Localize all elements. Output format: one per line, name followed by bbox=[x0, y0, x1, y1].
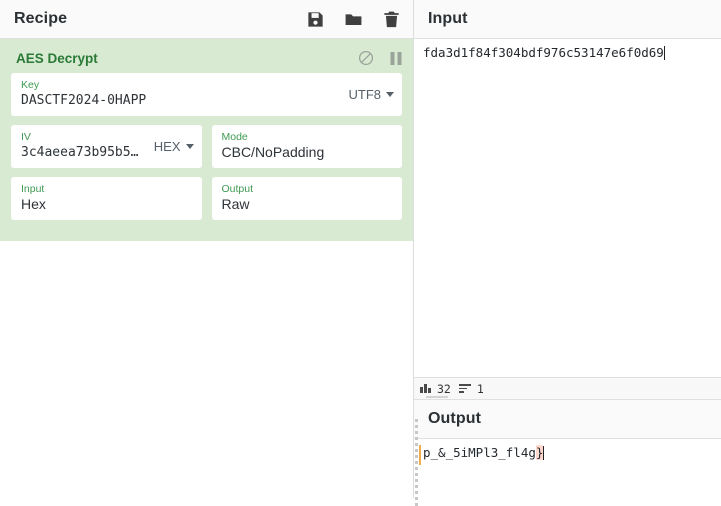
splitter-grip-dots bbox=[415, 419, 418, 506]
arg-mode-label: Mode bbox=[221, 131, 248, 143]
ingredient-aes-decrypt[interactable]: AES Decrypt bbox=[0, 39, 413, 241]
arg-input-format[interactable]: Input Hex bbox=[11, 177, 202, 220]
ingredient-title: AES Decrypt bbox=[16, 50, 98, 66]
arg-iv-label: IV bbox=[21, 131, 31, 143]
arg-input-format-label: Input bbox=[21, 183, 45, 195]
output-title-bar: Output bbox=[414, 400, 721, 439]
arg-key-encoding-dropdown[interactable]: UTF8 bbox=[343, 86, 394, 102]
recipe-pane: Recipe AES Decrypt bbox=[0, 0, 414, 498]
recipe-title-bar: Recipe bbox=[0, 0, 413, 39]
input-title: Input bbox=[428, 10, 468, 27]
arg-row-iv-mode: IV 3c4aeea73b95b5… HEX Mode CBC/NoPaddin… bbox=[0, 125, 413, 168]
lines-icon bbox=[458, 384, 471, 393]
input-lines-value: 1 bbox=[476, 381, 484, 396]
arg-output-format-label: Output bbox=[221, 183, 254, 195]
io-column: Input fda3d1f84f304bdf976c53147e6f0d69 3… bbox=[414, 0, 721, 498]
output-text: p_&_5iMPl3_fl4g bbox=[423, 445, 536, 460]
input-title-bar: Input bbox=[414, 0, 721, 39]
save-recipe-icon[interactable] bbox=[306, 10, 325, 29]
page-title: Recipe bbox=[14, 10, 68, 27]
recipe-ingredient-list[interactable]: AES Decrypt bbox=[0, 39, 413, 498]
output-editor[interactable]: p_&_5iMPl3_fl4g} bbox=[414, 439, 721, 498]
disable-icon[interactable] bbox=[358, 50, 374, 66]
input-lines-status: 1 bbox=[458, 381, 484, 396]
abc-icon bbox=[420, 384, 431, 393]
arg-mode-value[interactable]: CBC/NoPadding bbox=[221, 144, 325, 160]
output-pane: Output p_&_5iMPl3_fl4g} bbox=[414, 399, 721, 498]
output-text-line: p_&_5iMPl3_fl4g} bbox=[418, 445, 717, 461]
ingredient-controls bbox=[358, 46, 403, 66]
vertical-splitter[interactable] bbox=[415, 0, 420, 506]
arg-mode[interactable]: Mode CBC/NoPadding bbox=[211, 125, 402, 168]
output-cursor bbox=[543, 446, 545, 460]
input-text: fda3d1f84f304bdf976c53147e6f0d69 bbox=[423, 45, 664, 60]
recipe-toolbar bbox=[306, 10, 401, 29]
arg-key-value[interactable]: DASCTF2024-0HAPP bbox=[21, 93, 147, 108]
arg-iv[interactable]: IV 3c4aeea73b95b5… HEX bbox=[11, 125, 202, 168]
clear-recipe-icon[interactable] bbox=[382, 10, 401, 29]
text-cursor bbox=[663, 46, 665, 60]
arg-input-format-value[interactable]: Hex bbox=[21, 196, 46, 212]
arg-key-label: Key bbox=[21, 79, 40, 91]
arg-output-format[interactable]: Output Raw bbox=[211, 177, 402, 220]
input-length-status: 32 bbox=[420, 382, 451, 396]
output-change-marker bbox=[419, 445, 421, 465]
chevron-down-icon bbox=[185, 143, 194, 149]
input-pane: Input fda3d1f84f304bdf976c53147e6f0d69 3… bbox=[414, 0, 721, 399]
input-status-bar: 32 1 bbox=[414, 377, 721, 399]
arg-iv-encoding-label: HEX bbox=[153, 138, 181, 154]
arg-iv-value[interactable]: 3c4aeea73b95b5… bbox=[21, 145, 139, 160]
horizontal-splitter[interactable] bbox=[420, 396, 460, 399]
output-title: Output bbox=[428, 410, 482, 427]
load-recipe-icon[interactable] bbox=[344, 10, 363, 29]
chevron-down-icon bbox=[386, 91, 394, 97]
output-text-highlight: } bbox=[535, 445, 544, 460]
arg-key-encoding-label: UTF8 bbox=[348, 86, 382, 102]
arg-row-input-output: Input Hex Output Raw bbox=[0, 177, 413, 220]
ingredient-header: AES Decrypt bbox=[0, 39, 413, 73]
arg-iv-encoding-dropdown[interactable]: HEX bbox=[148, 139, 194, 154]
input-text-line[interactable]: fda3d1f84f304bdf976c53147e6f0d69 bbox=[418, 45, 717, 61]
breakpoint-icon[interactable] bbox=[389, 51, 403, 66]
arg-key[interactable]: Key DASCTF2024-0HAPP UTF8 bbox=[11, 73, 402, 116]
arg-output-format-value[interactable]: Raw bbox=[221, 196, 250, 212]
input-editor[interactable]: fda3d1f84f304bdf976c53147e6f0d69 bbox=[414, 39, 721, 377]
input-length-value: 32 bbox=[437, 381, 451, 396]
arg-row-key: Key DASCTF2024-0HAPP UTF8 bbox=[0, 73, 413, 116]
